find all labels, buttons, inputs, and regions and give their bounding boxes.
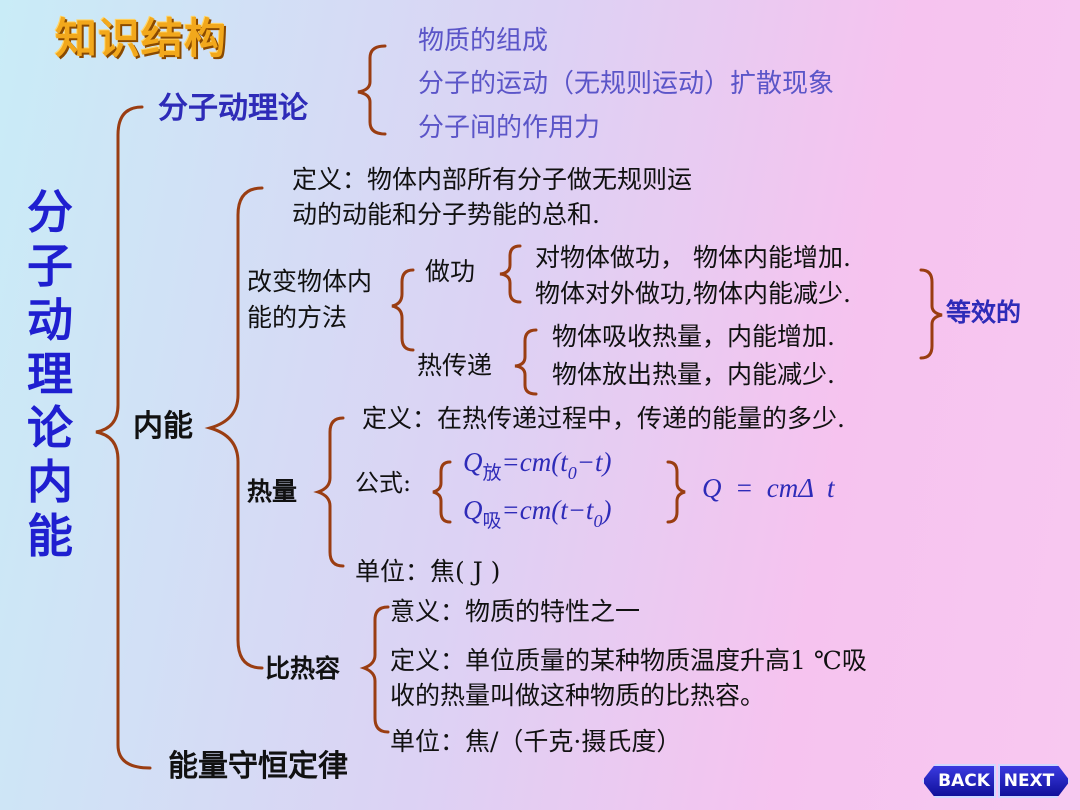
specific-heat-definition-line2: 收的热量叫做这种物质的比热容。 [390,681,766,710]
specific-heat-definition-line1: 定义：单位质量的某种物质温度升高1 ℃吸 [390,646,867,675]
specific-heat-label: 比热容 [265,654,341,683]
formula-general: Q = cmΔ t [702,473,835,503]
formula-absorb: Q吸=cm(t−t0) [463,495,612,532]
heat-definition: 定义：在热传递过程中，传递的能量的多少. [362,404,845,433]
heat-unit: 单位：焦( J ) [355,557,501,586]
internal-definition-line2: 动的动能和分子势能的总和. [292,200,600,229]
heat-transfer-label: 热传递 [417,351,493,380]
work-label: 做功 [425,257,476,286]
equivalent-label: 等效的 [946,298,1022,327]
work-bracket [499,244,522,304]
methods-label-line2: 能的方法 [247,303,348,332]
internal-definition-line1: 定义：物体内部所有分子做无规则运 [292,165,693,194]
equivalent-bracket [919,268,943,360]
specific-heat-meaning: 意义：物质的特性之一 [390,597,641,626]
heat-transfer-item: 物体吸收热量，内能增加. [552,322,835,351]
back-button[interactable]: BACK [922,764,996,798]
formula-left-bracket [432,460,452,524]
internal-bracket [204,186,264,670]
internal-heading: 内能 [133,409,193,444]
specific-heat-unit: 单位：焦/（千克·摄氏度） [390,727,682,756]
methods-label-line1: 改变物体内 [247,267,373,296]
work-item: 物体对外做功,物体内能减少. [535,279,851,308]
next-button[interactable]: NEXT [998,764,1070,798]
heat-transfer-item: 物体放出热量，内能减少. [552,360,835,389]
kmt-item: 分子间的作用力 [418,113,601,143]
kmt-bracket [357,44,387,136]
work-item: 对物体做功， 物体内能增加. [535,243,851,272]
heat-bracket [313,416,345,568]
specific-heat-bracket [359,605,390,734]
page-title: 知识结构 [55,14,228,63]
kmt-item: 分子的运动（无规则运动）扩散现象 [418,69,835,99]
formula-right-bracket [666,460,686,524]
energy-law-heading: 能量守恒定律 [168,749,348,784]
main-bracket [95,105,152,770]
methods-bracket [391,268,415,352]
kmt-item: 物质的组成 [418,26,549,56]
vertical-title: 分子动理论 内能 [27,185,73,563]
kmt-heading: 分子动理论 [158,91,308,126]
heat-transfer-bracket [514,328,538,396]
heat-label: 热量 [247,477,298,506]
formula-label: 公式: [355,469,412,497]
formula-release: Q放=cm(t0−t) [463,447,612,484]
